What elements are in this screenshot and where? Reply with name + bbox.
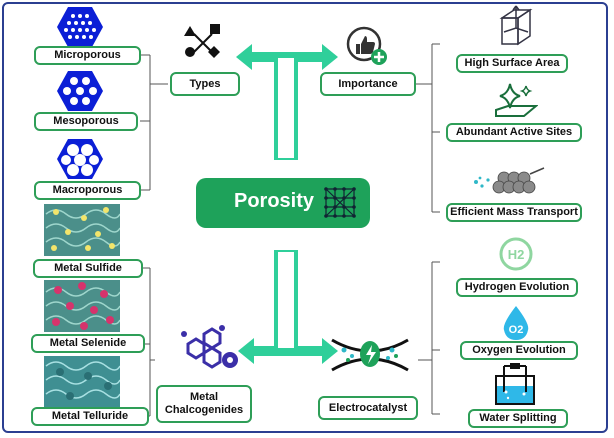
grid-network-icon [324,187,356,218]
o2-text: O2 [509,324,524,336]
metal-selenide-texture-icon [44,280,120,332]
label-importance: Importance [320,72,416,96]
bottom-arrows [238,250,338,364]
hexagon-gear-icon [181,325,238,369]
top-arrows [236,44,338,160]
h2-text: H2 [508,247,525,262]
electrocatalyst-connectors [418,261,440,415]
microporous-hexagon-icon [57,7,103,47]
label-hydrogen-evolution: Hydrogen Evolution [456,278,578,297]
o2-drop-icon: O2 [503,306,529,340]
label-metal-sulfide: Metal Sulfide [33,259,143,278]
shapes-icon [184,24,220,58]
mesoporous-hexagon-icon [57,71,103,111]
h2-bubble-icon: H2 [499,237,533,271]
thumbs-up-plus-icon [346,26,387,65]
cube-icon [499,5,533,46]
types-connectors [140,54,168,191]
macroporous-hexagon-icon [57,139,103,179]
label-metal-selenide: Metal Selenide [31,334,145,353]
label-types: Types [170,72,240,96]
label-macroporous: Macroporous [34,181,141,200]
label-metal-chalcogenides: Metal Chalcogenides [156,385,252,423]
center-title: Porosity [234,190,315,212]
label-water-splitting: Water Splitting [468,409,568,428]
label-high-surface-area: High Surface Area [456,54,568,73]
metal-sulfide-texture-icon [44,204,120,256]
importance-connectors [416,43,440,213]
label-mesoporous: Mesoporous [34,112,138,131]
label-efficient-mass-transport: Efficient Mass Transport [446,203,582,222]
porous-cylinder-icon [474,167,545,194]
label-abundant-active-sites: Abundant Active Sites [446,123,582,142]
outer-frame [2,2,608,433]
label-oxygen-evolution: Oxygen Evolution [460,341,578,360]
label-metal-telluride: Metal Telluride [31,407,149,426]
label-electrocatalyst: Electrocatalyst [318,396,418,420]
sparkle-surface-icon [495,83,538,117]
electrolysis-beaker-icon [495,363,535,405]
metal-telluride-texture-icon [44,356,120,408]
porosity-center-box: Porosity [196,178,370,228]
leaf-catalyst-icon [331,338,409,372]
label-microporous: Microporous [34,46,141,65]
